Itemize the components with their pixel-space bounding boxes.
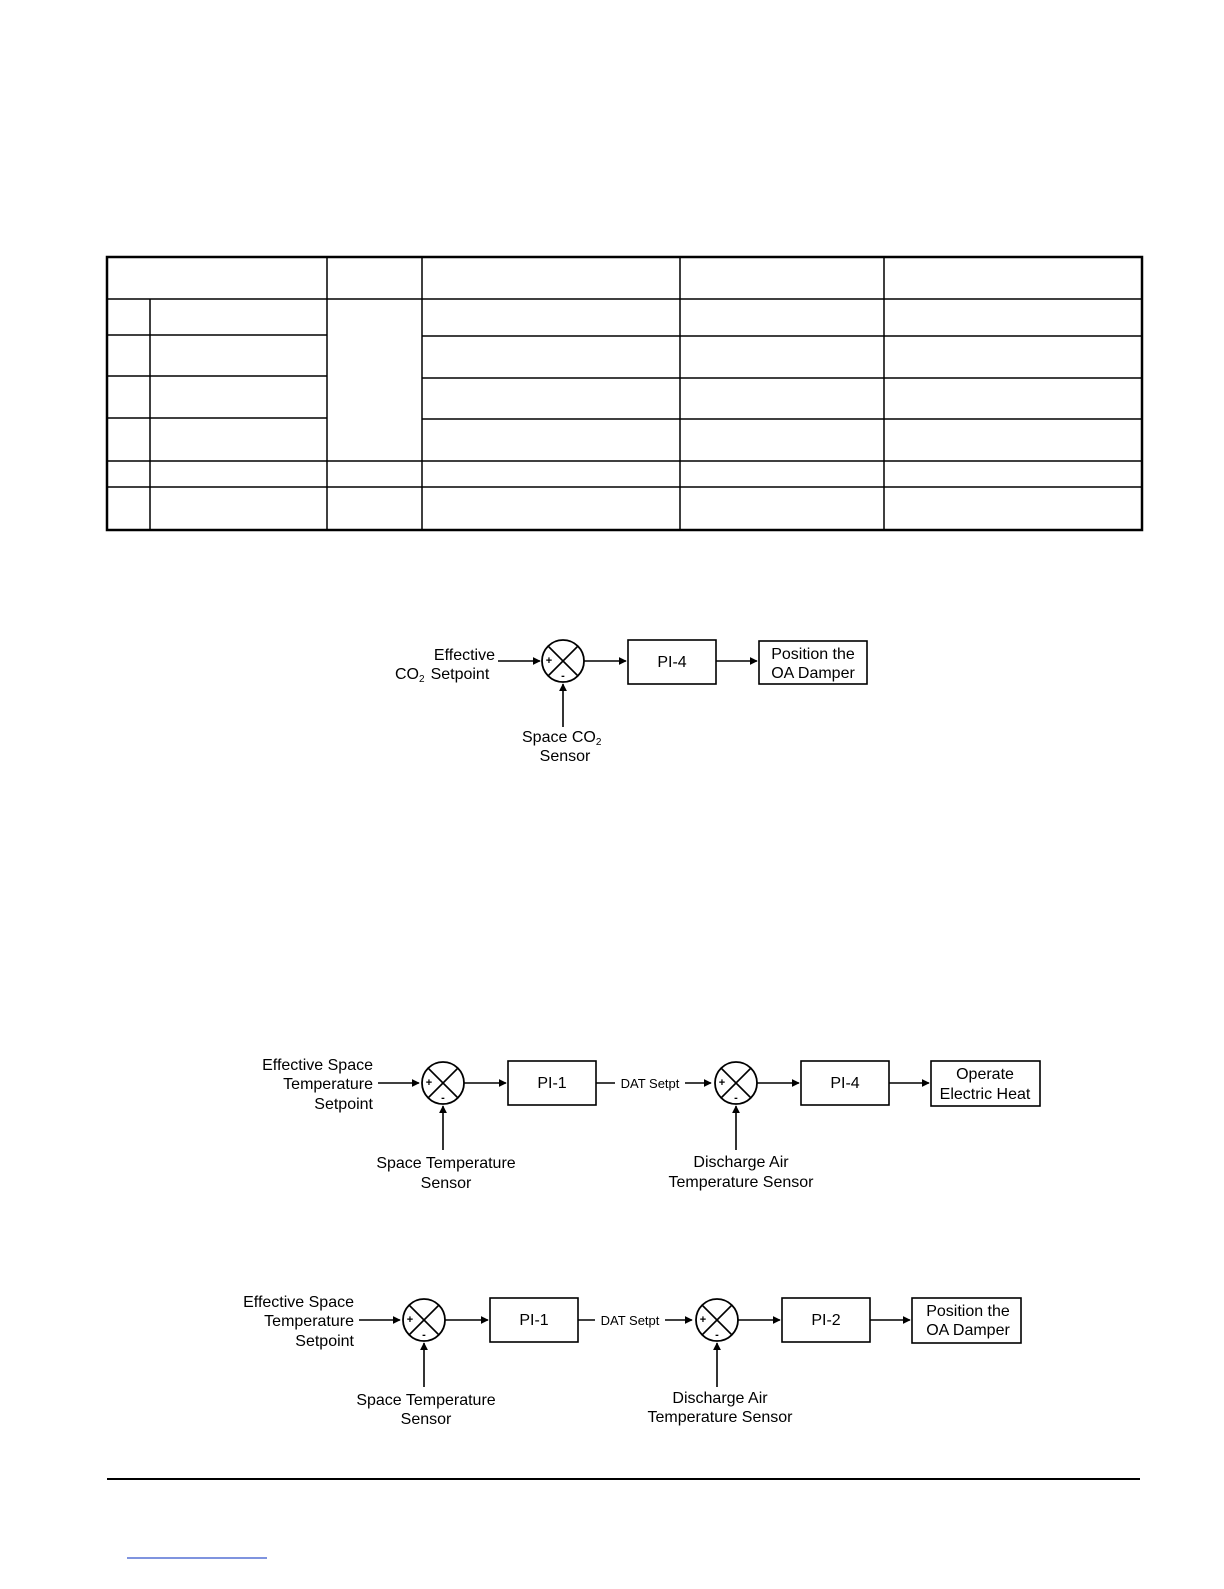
table-border [105,255,1144,532]
space-temp-sensor-line1: Space Temperature [376,1155,515,1172]
plus-sign: + [546,655,552,667]
oa-damper-block [911,1297,1022,1344]
setpoint-label-line1: Effective Space [243,1294,354,1311]
dat-setpt-label: DAT Setpt [601,1313,660,1328]
oa-damper-block [758,640,868,685]
space-temp-sensor-line1: Space Temperature [356,1392,495,1409]
co2-sensor-label-line1: Space CO2 [522,729,602,748]
plus-sign: + [407,1314,413,1326]
pi1-block [489,1297,579,1343]
empty-table [105,255,1144,532]
minus-sign: - [561,670,565,682]
minus-sign: - [441,1092,445,1104]
oa-damper-diagram: Effective Space Temperature Setpoint + -… [243,1294,1022,1428]
dat-sensor-line2: Temperature Sensor [669,1174,815,1191]
pi1-block [507,1060,597,1106]
oa-damper-label-line2: OA Damper [926,1322,1010,1339]
oa-damper-label-line2: OA Damper [771,665,855,682]
pi1-label: PI-1 [537,1075,566,1092]
summing-junction-2 [695,1298,739,1342]
co2-sensor-label-line2: Sensor [540,748,591,765]
setpoint-label-line3: Setpoint [314,1096,373,1113]
dat-setpt-label: DAT Setpt [621,1076,680,1091]
minus-sign: - [422,1329,426,1341]
minus-sign: - [715,1329,719,1341]
plus-sign: + [719,1077,725,1089]
setpoint-label-line2: Temperature [264,1313,354,1330]
space-temp-sensor-line2: Sensor [421,1175,472,1192]
setpoint-label-line3: Setpoint [295,1333,354,1350]
plus-sign: + [700,1314,706,1326]
oa-damper-label-line1: Position the [771,646,855,663]
setpoint-label-line2: Temperature [283,1076,373,1093]
pi2-label: PI-2 [811,1312,840,1329]
pi1-label: PI-1 [519,1312,548,1329]
electric-heat-block [930,1060,1041,1107]
electric-heat-label-line2: Electric Heat [940,1086,1031,1103]
pi2-block [781,1297,871,1343]
minus-sign: - [734,1092,738,1104]
electric-heat-label-line1: Operate [956,1066,1014,1083]
oa-damper-label-line1: Position the [926,1303,1010,1320]
pi4-label: PI-4 [657,654,686,671]
electric-heat-diagram: Effective Space Temperature Setpoint + -… [262,1057,1041,1192]
plus-sign: + [426,1077,432,1089]
space-temp-sensor-line2: Sensor [401,1411,452,1428]
pi4-block [627,639,717,685]
pi4-label: PI-4 [830,1075,859,1092]
summing-junction-2 [714,1061,758,1105]
dat-sensor-line1: Discharge Air [693,1154,789,1171]
dat-sensor-line2: Temperature Sensor [648,1409,794,1426]
dat-sensor-line1: Discharge Air [672,1390,768,1407]
co2-setpoint-label-line1: Effective [434,647,495,664]
setpoint-label-line1: Effective Space [262,1057,373,1074]
